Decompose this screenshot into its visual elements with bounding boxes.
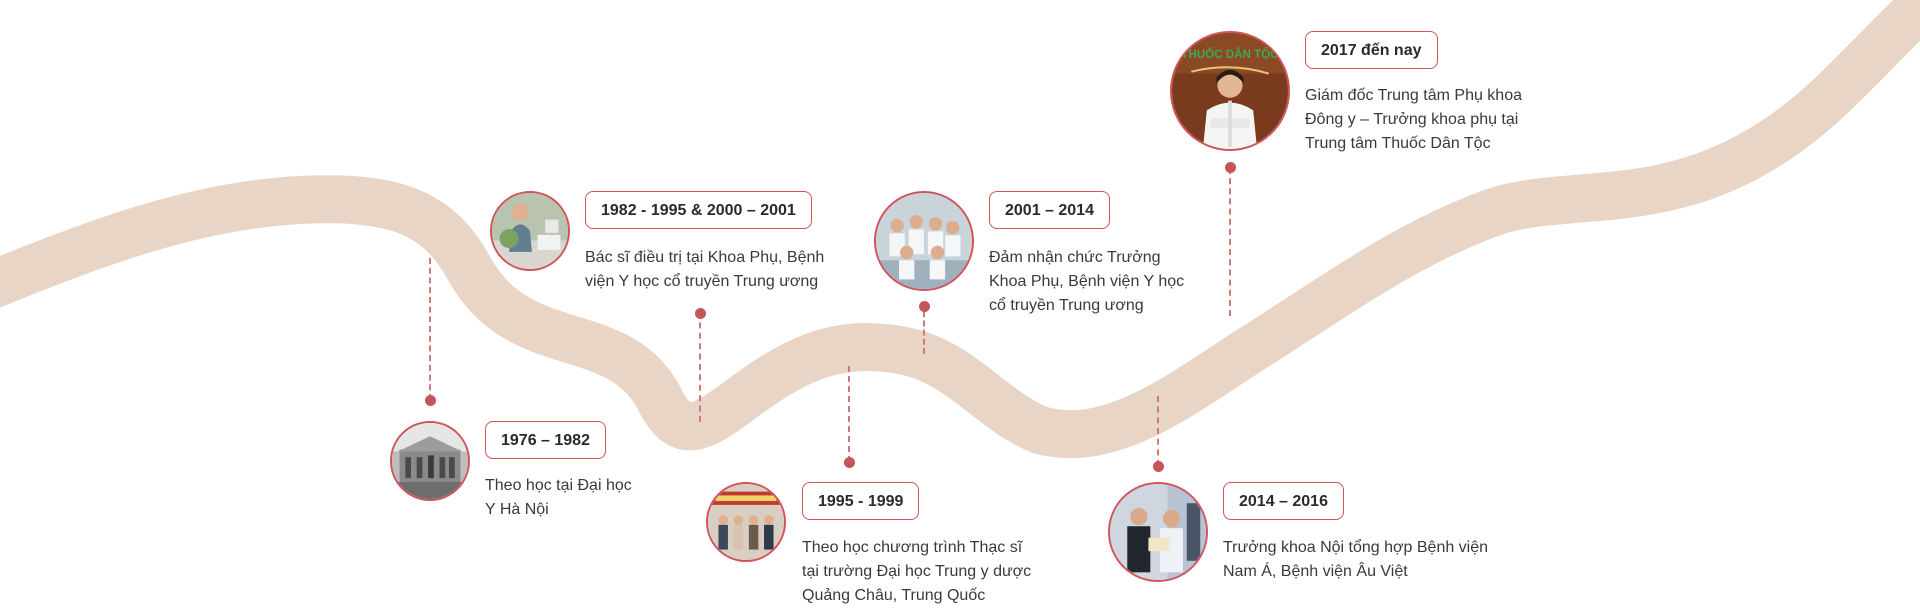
- photo-1982: [490, 191, 570, 271]
- description-line: cổ truyền Trung ương: [989, 297, 1144, 314]
- timeline-path: [0, 0, 1920, 459]
- photo-2001: [874, 191, 974, 291]
- timeline-dot: [1153, 461, 1164, 472]
- description-line: Quảng Châu, Trung Quốc: [802, 587, 986, 604]
- photo-2014: [1108, 482, 1208, 582]
- period-badge: 1982 - 1995 & 2000 – 2001: [585, 191, 812, 229]
- connector-line: [923, 302, 925, 354]
- description-line: Theo học chương trình Thạc sĩ: [802, 539, 1023, 556]
- description-line: Đảm nhận chức Trưởng: [989, 249, 1161, 266]
- description-line: Giám đốc Trung tâm Phụ khoa: [1305, 87, 1522, 104]
- photo-sign-text: THUỐC DÂN TỘC: [1181, 47, 1279, 61]
- connector-line: [429, 258, 431, 400]
- photo-1976: [390, 421, 470, 501]
- photo-1995: [706, 482, 786, 562]
- milestone-description: Bác sĩ điều trị tại Khoa Phụ, Bệnh viện …: [585, 246, 824, 294]
- description-line: Bác sĩ điều trị tại Khoa Phụ, Bệnh: [585, 249, 825, 266]
- period-badge: 1976 – 1982: [485, 421, 606, 459]
- period-badge: 2014 – 2016: [1223, 482, 1344, 520]
- milestone-description: Đảm nhận chức Trưởng Khoa Phụ, Bệnh viện…: [989, 246, 1184, 318]
- doctor-portrait-photo-icon: THUỐC DÂN TỘC: [1172, 33, 1288, 149]
- timeline-dot: [919, 301, 930, 312]
- timeline-dot: [695, 308, 706, 319]
- doctor-at-desk-photo-icon: [492, 193, 568, 269]
- milestone-description: Giám đốc Trung tâm Phụ khoa Đông y – Trư…: [1305, 84, 1522, 156]
- description-line: Theo học tại Đại học: [485, 477, 632, 494]
- connector-line: [1229, 168, 1231, 316]
- timeline-dot: [844, 457, 855, 468]
- description-line: Nam Á, Bệnh viện Âu Việt: [1223, 563, 1408, 580]
- timeline-dot: [1225, 162, 1236, 173]
- graduation-group-photo-icon: [708, 484, 784, 560]
- description-line: Y Hà Nội: [485, 501, 549, 518]
- description-line: Khoa Phụ, Bệnh viện Y học: [989, 273, 1185, 290]
- award-ceremony-photo-icon: [1110, 484, 1206, 580]
- timeline-dot: [425, 395, 436, 406]
- description-line: tại trường Đại học Trung y dược: [802, 563, 1032, 580]
- description-line: Trưởng khoa Nội tổng hợp Bệnh viện: [1223, 539, 1489, 556]
- period-badge: 2017 đến nay: [1305, 31, 1438, 69]
- university-building-photo-icon: [392, 423, 468, 499]
- connector-line: [1157, 396, 1159, 466]
- connector-line: [699, 312, 701, 422]
- milestone-description: Theo học chương trình Thạc sĩ tại trường…: [802, 536, 1031, 608]
- connector-line: [848, 366, 850, 462]
- milestone-description: Theo học tại Đại học Y Hà Nội: [485, 474, 632, 522]
- description-line: Đông y – Trưởng khoa phụ tại: [1305, 111, 1519, 128]
- photo-2017: THUỐC DÂN TỘC: [1170, 31, 1290, 151]
- medical-staff-group-photo-icon: [876, 193, 972, 289]
- description-line: viện Y học cổ truyền Trung ương: [585, 273, 819, 290]
- milestone-description: Trưởng khoa Nội tổng hợp Bệnh viện Nam Á…: [1223, 536, 1488, 584]
- period-badge: 1995 - 1999: [802, 482, 920, 520]
- description-line: Trung tâm Thuốc Dân Tộc: [1305, 135, 1491, 152]
- period-badge: 2001 – 2014: [989, 191, 1110, 229]
